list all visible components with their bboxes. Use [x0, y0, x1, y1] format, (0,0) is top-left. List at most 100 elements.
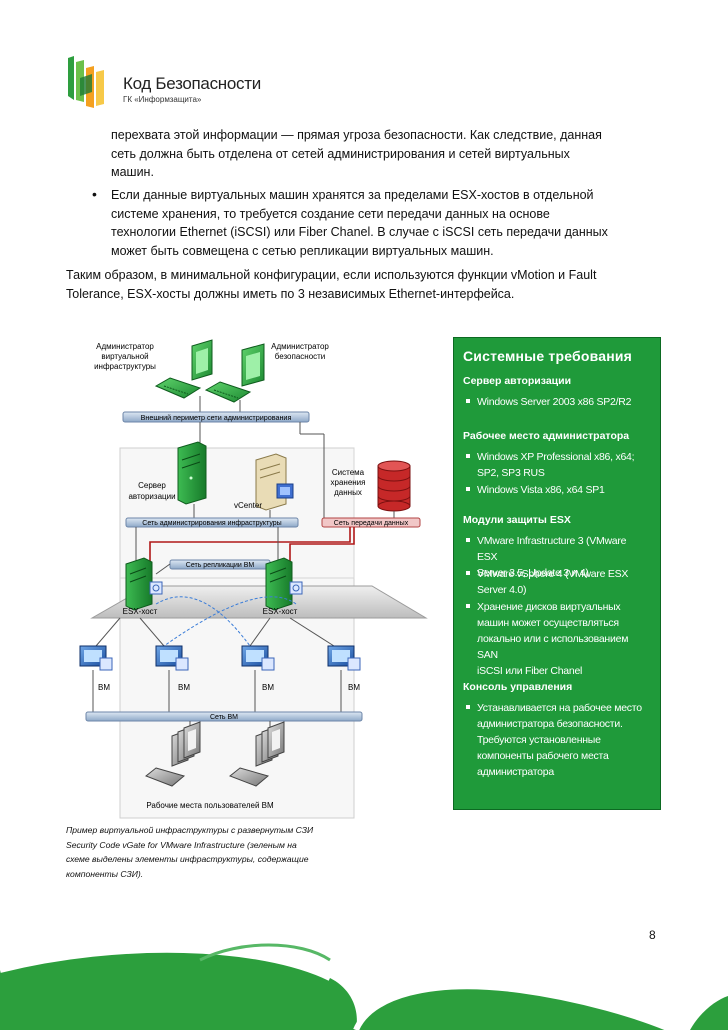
text-line: может быть совмещена с сетью репликации … [111, 243, 494, 258]
square-bullet-icon [466, 399, 470, 404]
admin-virt-workstation-icon [154, 339, 213, 399]
admin-sec-workstation-icon [204, 343, 265, 403]
ext-perimeter-bar [122, 411, 310, 423]
workstations-label: Рабочие места пользователей ВМ [146, 801, 274, 810]
admin-virt-label: инфраструктуры [94, 362, 156, 371]
text-line: сеть должна быть отделена от сетей админ… [111, 146, 570, 161]
caption-line: Пример виртуальной инфраструктуры с разв… [66, 825, 314, 835]
item-text: Требуются установленные [477, 734, 601, 746]
replication-net-label: Сеть репликации ВМ [186, 562, 255, 569]
item-text: VMware vSphere 4 (VMware ESX [477, 568, 629, 580]
admin-virt-label: виртуальной [101, 352, 148, 361]
list-item: Устанавливается на рабочее место админист… [466, 700, 656, 780]
item-text: Windows Server 2003 x86 SP2/R2 [477, 396, 632, 408]
section-heading: Сервер авторизации [463, 375, 572, 387]
item-text: Server 3.5, Update 3 и 4) [477, 567, 589, 579]
storage-label: данных [334, 488, 362, 497]
logo-subtitle: ГК «Информзащита» [123, 95, 202, 104]
vcenter-server-icon [255, 453, 294, 511]
section-heading: Рабочее место администратора [463, 430, 630, 442]
item-text: VMware Infrastructure 3 (VMware ESX [477, 535, 627, 563]
square-bullet-icon [466, 571, 470, 576]
auth-server-label: Сервер [138, 481, 166, 490]
item-text: локально или с использованием SAN [477, 633, 629, 661]
ext-perimeter-label: Внешний периметр сети администрирования [141, 413, 292, 422]
text-line: перехвата этой информации — прямая угроз… [111, 128, 602, 142]
paragraph-2: Если данные виртуальных машин хранятся з… [111, 186, 658, 260]
vm-icon [241, 645, 275, 671]
item-text: Windows XP Professional x86, x64; [477, 451, 635, 463]
admin-zone [119, 447, 355, 819]
vm-label: ВМ [262, 683, 274, 692]
admin-net-bar [125, 517, 299, 528]
list-item: Хранение дисков виртуальных машин может о… [466, 599, 656, 679]
section-heading: Консоль управления [463, 681, 573, 693]
list-item: Windows XP Professional x86, x64; SP2, SP… [466, 449, 656, 481]
data-net-label: Сеть передачи данных [334, 520, 409, 527]
item-text: iSCSI или Fiber Chanel [477, 665, 583, 677]
panel-title: Системные требования [463, 348, 633, 364]
square-bullet-icon [466, 604, 470, 609]
vm-net-label: Сеть ВМ [210, 714, 238, 721]
square-bullet-icon [466, 538, 470, 543]
vm-label: ВМ [348, 683, 360, 692]
admin-sec-label: безопасности [275, 352, 326, 361]
page-number: 8 [649, 928, 656, 942]
esx-host-icon [125, 557, 163, 611]
list-item: VMware Infrastructure 3 (VMware ESX Serve… [466, 533, 656, 581]
paragraph-1: перехвата этой информации — прямая угроз… [111, 126, 658, 182]
caption-line: схеме выделены элементы инфраструктуры, … [66, 854, 309, 864]
item-text: SP2, SP3 RUS [477, 467, 545, 479]
vcenter-label: vCenter [234, 501, 262, 510]
figure-caption: Пример виртуальной инфраструктуры с разв… [66, 823, 366, 881]
item-text: Server 4.0) [477, 584, 527, 596]
caption-line: Security Code vGate for VMware Infrastru… [66, 839, 297, 850]
logo-text: Код Безопасности ГК «Информзащита» [123, 74, 261, 105]
vm-net-bar [85, 711, 363, 722]
section-heading: Модули защиты ESX [463, 514, 571, 526]
esx-host-icon [265, 557, 303, 611]
item-text: машин может осуществляться [477, 617, 619, 629]
paragraph-3: Таким образом, в минимальной конфигураци… [66, 266, 658, 303]
item-text: Windows Vista x86, x64 SP1 [477, 484, 605, 496]
company-logo-icon [68, 56, 104, 108]
item-text: администратора безопасности. [477, 718, 623, 730]
item-text: компоненты рабочего места [477, 750, 609, 762]
footer-decoration-icon [0, 943, 728, 1030]
admin-sec-label: Администратор [271, 342, 329, 351]
system-requirements-panel: Системные требования Сервер авторизации … [453, 337, 661, 810]
esx-host-label: ESX-хост [123, 607, 158, 616]
text-line: Tolerance, ESX-хосты должны иметь по 3 н… [66, 286, 515, 301]
user-workstations-icon [145, 721, 285, 787]
list-item: VMware vSphere 4 (VMware ESX Server 4.0) [466, 566, 656, 598]
vm-icon [155, 645, 189, 671]
list-item: Windows Server 2003 x86 SP2/R2 [466, 394, 656, 410]
item-text: администратора [477, 766, 554, 778]
vm-icon [79, 645, 113, 671]
vm-icon [327, 645, 361, 671]
list-item: Windows Vista x86, x64 SP1 [466, 482, 656, 498]
item-text: Устанавливается на рабочее место [477, 702, 642, 714]
vm-label: ВМ [178, 683, 190, 692]
text-line: системе хранения, то требуется создание … [111, 206, 550, 221]
vm-label: ВМ [98, 683, 110, 692]
storage-label: Система [332, 468, 365, 477]
admin-net-label: Сеть администрирования инфраструктуры [142, 520, 281, 527]
admin-virt-label: Администратор [96, 342, 154, 351]
logo-title: Код Безопасности [123, 74, 261, 93]
square-bullet-icon [466, 705, 470, 710]
text-line: машин. [111, 165, 154, 180]
auth-server-label: авторизации [128, 492, 175, 501]
square-bullet-icon [466, 454, 470, 459]
text-line: технологии Ethernet (iSCSI) или Fiber Ch… [111, 225, 608, 240]
item-text: Хранение дисков виртуальных [477, 601, 621, 613]
caption-line: компоненты СЗИ). [66, 868, 144, 879]
bullet-icon: • [92, 186, 97, 202]
square-bullet-icon [466, 487, 470, 492]
text-line: Таким образом, в минимальной конфигураци… [66, 268, 597, 282]
storage-icon [377, 460, 411, 512]
data-net-bar [321, 517, 421, 528]
auth-server-icon [177, 441, 207, 505]
text-line: Если данные виртуальных машин хранятся з… [111, 188, 594, 202]
storage-label: хранения [331, 478, 366, 487]
